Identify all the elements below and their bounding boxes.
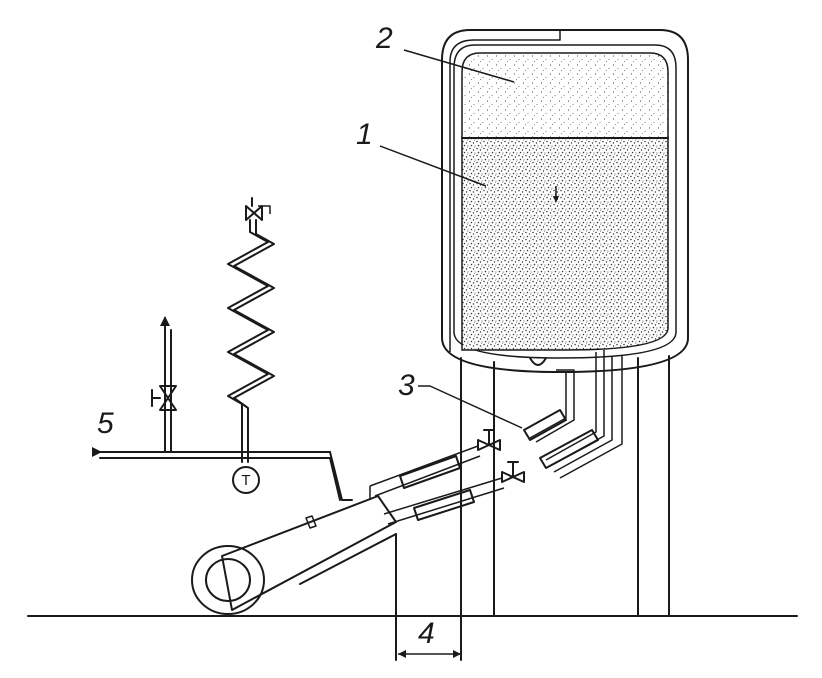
liquid-region <box>461 137 669 351</box>
temperature-gauge <box>232 466 260 494</box>
outlet-pipes <box>523 350 623 479</box>
clearance-dimension <box>395 533 462 661</box>
outlet-valve <box>159 385 177 411</box>
temperature-gauge-symbol: T <box>241 472 250 489</box>
tank-cylinder <box>191 495 397 615</box>
relief-valve <box>245 205 263 221</box>
storage-vessel <box>441 29 689 373</box>
label-liquid-region: 1 <box>356 118 373 151</box>
label-valves: 3 <box>398 369 415 402</box>
label-outlet: 5 <box>97 407 114 440</box>
outlet-pipework <box>92 316 353 501</box>
valves <box>477 429 525 483</box>
label-vapour-space: 2 <box>375 22 393 55</box>
vessel-supports <box>460 355 670 617</box>
label-clearance: 4 <box>418 617 435 650</box>
coil-assembly: T <box>227 197 275 494</box>
coil <box>227 219 269 453</box>
vapour-space <box>461 52 669 139</box>
leader-lines <box>379 49 523 429</box>
transfer-hoses <box>369 445 505 525</box>
